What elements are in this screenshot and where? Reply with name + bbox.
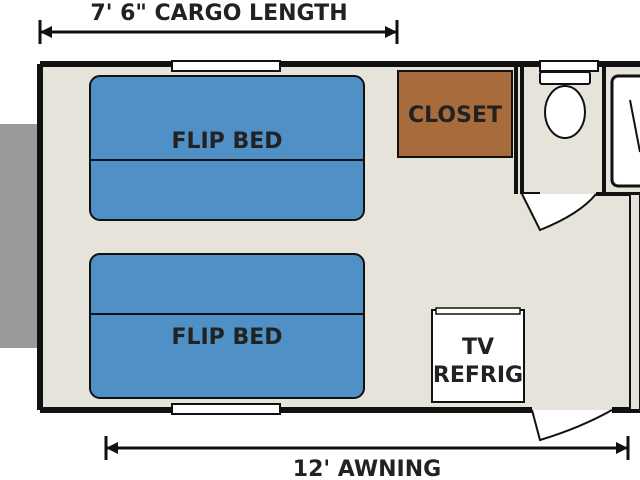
refrig-label: REFRIG: [433, 363, 523, 388]
cargo-length-label: 7' 6" CARGO LENGTH: [90, 1, 347, 26]
awning-label: 12' AWNING: [293, 457, 441, 480]
flip-bed-bottom: [89, 253, 365, 399]
flip-bed-top: [89, 75, 365, 221]
flip-bed-top-label: FLIP BED: [171, 129, 282, 154]
top-window: [171, 60, 281, 72]
bathroom-door: [521, 193, 597, 232]
side-cabinet: [629, 193, 640, 411]
shower-icon: [610, 74, 640, 188]
toilet-icon: [539, 71, 591, 139]
rear-ramp-door: [0, 124, 42, 348]
bottom-window: [171, 403, 281, 415]
tv-label: TV: [462, 335, 494, 360]
entry-door: [531, 409, 613, 442]
closet: [397, 70, 513, 158]
closet-label: CLOSET: [408, 103, 502, 128]
awning-dimension: [104, 436, 630, 460]
bath-window: [539, 60, 599, 72]
flip-bed-bottom-label: FLIP BED: [171, 325, 282, 350]
tv-refrig-unit: [431, 309, 525, 403]
tv-refrig-top: [435, 307, 521, 315]
cargo-length-dimension: [38, 20, 399, 44]
